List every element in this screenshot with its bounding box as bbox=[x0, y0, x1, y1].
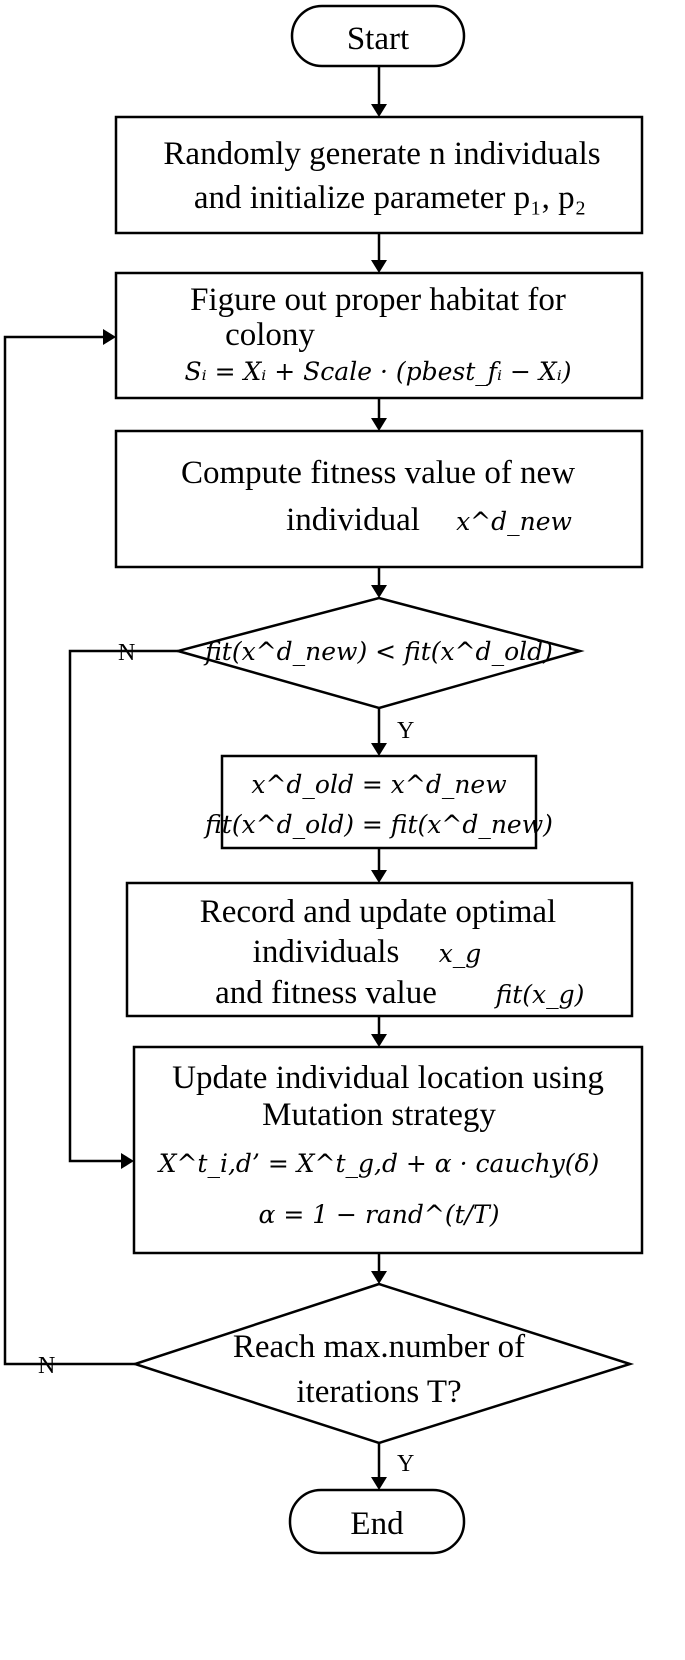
svg-text:α = 1 − rand^(t/T): α = 1 − rand^(t/T) bbox=[258, 1200, 499, 1229]
init-box: Randomly generate n individuals and init… bbox=[114, 115, 644, 235]
svg-text:colony: colony bbox=[225, 317, 315, 353]
svg-text:x^d_new: x^d_new bbox=[456, 507, 572, 536]
svg-text:Update individual location usi: Update individual location using bbox=[172, 1060, 604, 1096]
svg-text:Compute fitness value of new: Compute fitness value of new bbox=[181, 455, 575, 491]
replace-box: x^d_old = x^d_new fit(x^d_old) = fit(x^d… bbox=[203, 754, 553, 850]
svg-text:fit(x^d_old) = fit(x^d_new): fit(x^d_old) = fit(x^d_new) bbox=[203, 810, 553, 839]
no-label-compare: N bbox=[118, 640, 135, 666]
svg-text:Sᵢ = Xᵢ + Scale · (pbest_fᵢ −: Sᵢ = Xᵢ + Scale · (pbest_fᵢ − Xᵢ) bbox=[185, 357, 572, 386]
terminate-diamond: Reach max.number of iterations T? bbox=[130, 1282, 635, 1445]
update-box: Update individual location using Mutatio… bbox=[132, 1045, 644, 1255]
svg-text:individuals: individuals bbox=[253, 934, 400, 970]
connectors bbox=[3, 66, 387, 1490]
svg-text:iterations T?: iterations T? bbox=[296, 1374, 461, 1410]
svg-text:Randomly generate n individual: Randomly generate n individuals bbox=[163, 136, 600, 172]
end-terminal: End bbox=[288, 1488, 466, 1555]
yes-label-terminate: Y bbox=[397, 1451, 414, 1477]
svg-text:Reach max.number of: Reach max.number of bbox=[233, 1329, 525, 1365]
no-label-terminate: N bbox=[38, 1353, 55, 1379]
svg-text:X^t_i,d’ = X^t_g,d + α · cauch: X^t_i,d’ = X^t_g,d + α · cauchy(δ) bbox=[157, 1149, 600, 1178]
svg-text:Figure out proper habitat for: Figure out proper habitat for bbox=[190, 282, 566, 318]
svg-text:x_g: x_g bbox=[439, 939, 482, 968]
start-terminal: Start bbox=[290, 4, 466, 68]
svg-text:fit(x^d_new) < fit(x^d_old): fit(x^d_new) < fit(x^d_old) bbox=[203, 637, 553, 666]
svg-text:End: End bbox=[350, 1506, 404, 1542]
habitat-box: Figure out proper habitat for colony Sᵢ … bbox=[114, 271, 644, 400]
svg-text:x^d_old = x^d_new: x^d_old = x^d_new bbox=[251, 770, 506, 799]
record-box: Record and update optimal individuals x_… bbox=[125, 881, 634, 1018]
svg-text:and initialize parameter p₁, p: and initialize parameter p₁, p₂ bbox=[194, 180, 586, 216]
svg-text:Start: Start bbox=[347, 21, 409, 57]
svg-text:fit(x_g): fit(x_g) bbox=[494, 980, 585, 1009]
fitness-box: Compute fitness value of new individual … bbox=[114, 429, 644, 569]
svg-text:and fitness value: and fitness value bbox=[215, 975, 437, 1011]
svg-text:individual: individual bbox=[286, 502, 420, 538]
compare-diamond: fit(x^d_new) < fit(x^d_old) bbox=[173, 596, 585, 710]
yes-label-compare: Y bbox=[397, 718, 414, 744]
svg-text:Mutation strategy: Mutation strategy bbox=[262, 1097, 496, 1133]
svg-text:Record and update optimal: Record and update optimal bbox=[200, 894, 556, 930]
